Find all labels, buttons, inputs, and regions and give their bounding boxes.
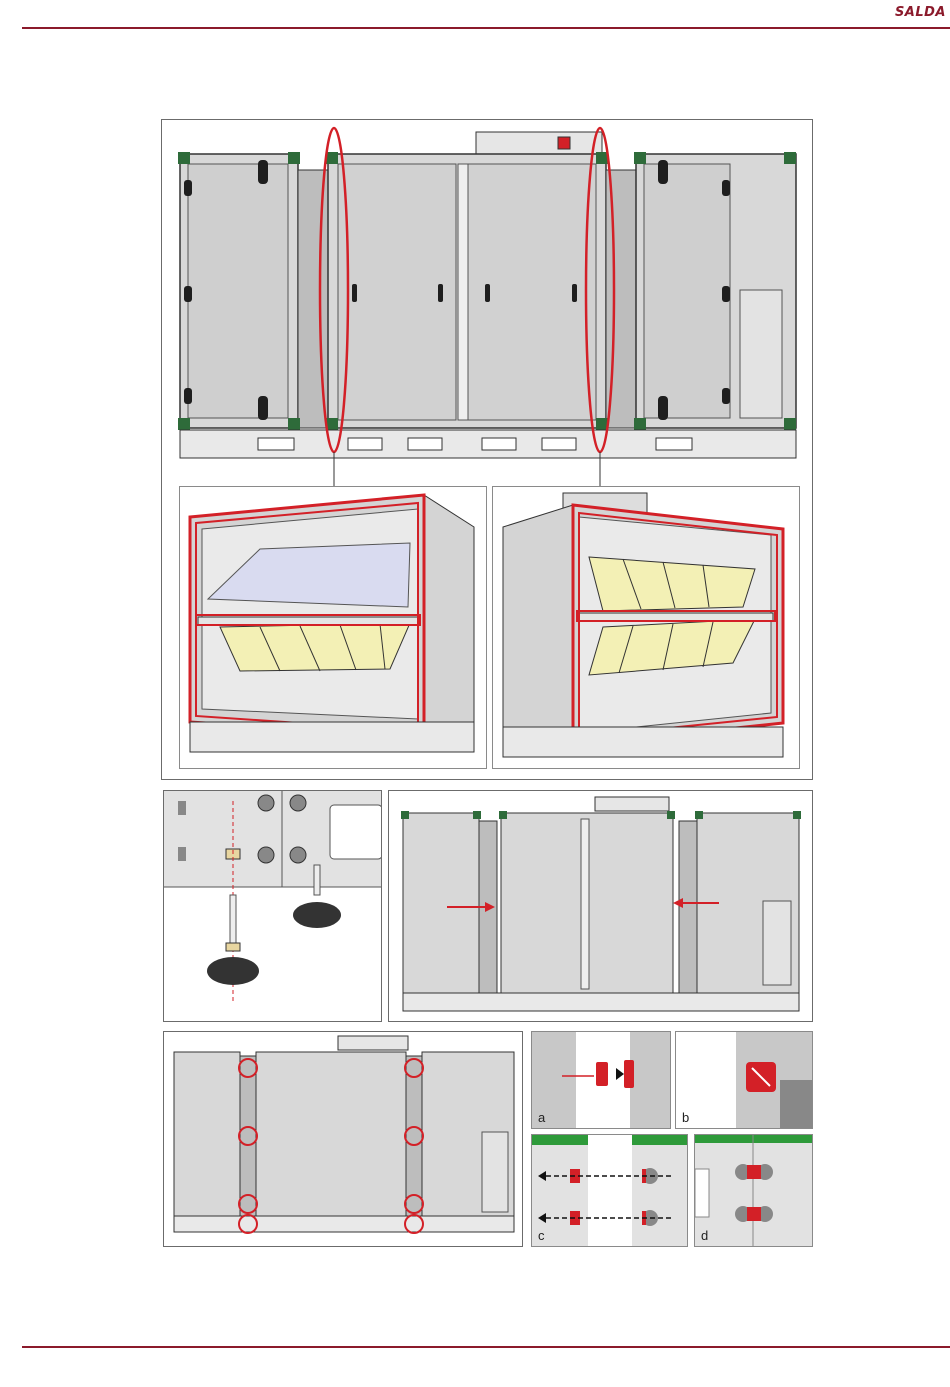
step-a-label: a — [538, 1110, 545, 1125]
foot-mount-figure — [163, 790, 382, 1022]
step-c-panel: c — [531, 1134, 688, 1247]
step-b-label: b — [682, 1110, 689, 1125]
bolts-fastened-icon — [695, 1135, 813, 1247]
join-sections-figure — [388, 790, 813, 1022]
step-c-label: c — [538, 1228, 545, 1243]
brand-logo: SALDA — [895, 5, 946, 20]
detail-right-view — [492, 486, 800, 769]
bolt-insert-icon — [532, 1135, 688, 1247]
connection-points-icon — [164, 1032, 523, 1247]
adjustable-foot-icon — [164, 791, 382, 1022]
section-frame-highlight-icon — [493, 487, 800, 769]
section-frame-highlight-icon — [180, 487, 487, 769]
detail-left-view — [179, 486, 487, 769]
step-a-panel: a — [531, 1031, 671, 1129]
header-rule — [22, 27, 950, 29]
footer-rule — [22, 1346, 950, 1348]
overview-figure — [161, 119, 813, 780]
step-d-panel: d — [694, 1134, 813, 1247]
clamp-attach-icon — [532, 1032, 671, 1129]
step-d-label: d — [701, 1228, 708, 1243]
step-b-panel: b — [675, 1031, 813, 1129]
clamp-closed-icon — [676, 1032, 813, 1129]
connection-points-figure — [163, 1031, 523, 1247]
push-sections-together-icon — [389, 791, 813, 1022]
